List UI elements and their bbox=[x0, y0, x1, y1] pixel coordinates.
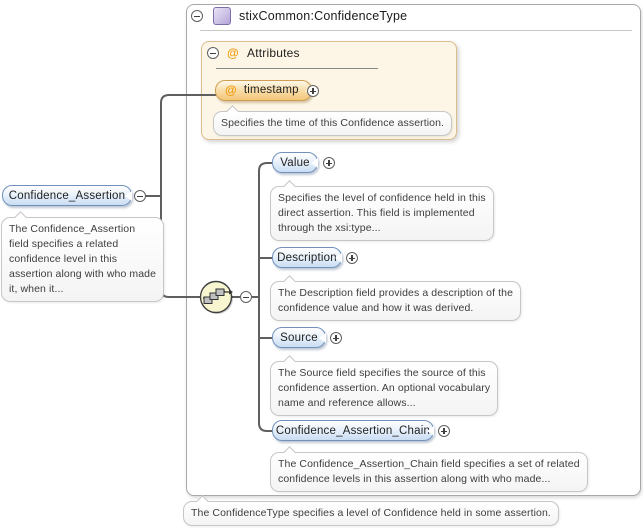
description-doc-text: The Description field provides a descrip… bbox=[278, 287, 514, 314]
attribute-at-icon: @ bbox=[227, 46, 239, 60]
attribute-timestamp-badge[interactable]: @ timestamp bbox=[215, 80, 312, 101]
source-doc-tooltip: The Source field specifies the source of… bbox=[270, 361, 499, 416]
attributes-group-label: Attributes bbox=[247, 46, 300, 60]
element-name: Confidence_Assertion_Chain bbox=[275, 425, 431, 437]
expand-timestamp-button[interactable] bbox=[307, 85, 319, 97]
expand-source-button[interactable] bbox=[330, 332, 342, 344]
attribute-at-icon: @ bbox=[225, 83, 237, 97]
expand-value-button[interactable] bbox=[323, 157, 335, 169]
element-confidence-assertion-badge[interactable]: Confidence_Assertion bbox=[2, 185, 132, 206]
source-doc-text: The Source field specifies the source of… bbox=[278, 367, 491, 409]
confidence-assertion-doc-text: The Confidence_Assertion field specifies… bbox=[9, 223, 157, 295]
element-description-badge[interactable]: Description bbox=[272, 247, 342, 268]
element-confidence-assertion-chain-badge[interactable]: Confidence_Assertion_Chain bbox=[272, 420, 434, 441]
element-name: Value bbox=[280, 157, 310, 169]
collapse-root-button[interactable] bbox=[191, 10, 203, 22]
type-doc-text: The ConfidenceType specifies a level of … bbox=[191, 507, 551, 519]
timestamp-doc-tooltip: Specifies the time of this Confidence as… bbox=[213, 111, 453, 136]
attribute-name: timestamp bbox=[243, 84, 299, 96]
complex-type-icon bbox=[213, 7, 231, 25]
expand-description-button[interactable] bbox=[346, 252, 358, 264]
expand-confidence-assertion-chain-button[interactable] bbox=[438, 425, 450, 437]
element-name: Confidence_Assertion bbox=[8, 190, 126, 202]
collapse-confidence-assertion-button[interactable] bbox=[134, 190, 146, 202]
description-doc-tooltip: The Description field provides a descrip… bbox=[270, 281, 522, 321]
element-name: Source bbox=[280, 332, 318, 344]
type-doc-tooltip: The ConfidenceType specifies a level of … bbox=[183, 501, 559, 526]
collapse-attributes-button[interactable] bbox=[207, 47, 219, 59]
attributes-divider bbox=[216, 68, 378, 69]
collapse-sequence-button[interactable] bbox=[240, 291, 252, 303]
value-doc-tooltip: Specifies the level of confidence held i… bbox=[270, 186, 494, 241]
element-source-badge[interactable]: Source bbox=[272, 327, 326, 348]
confidence-assertion-doc-tooltip: The Confidence_Assertion field specifies… bbox=[1, 217, 165, 302]
confidence-assertion-chain-doc-tooltip: The Confidence_Assertion_Chain field spe… bbox=[270, 452, 588, 492]
timestamp-doc-text: Specifies the time of this Confidence as… bbox=[221, 117, 445, 129]
element-name: Description bbox=[277, 252, 337, 264]
root-type-title: stixCommon:ConfidenceType bbox=[239, 9, 408, 23]
element-value-badge[interactable]: Value bbox=[272, 152, 318, 173]
confidence-assertion-chain-doc-text: The Confidence_Assertion_Chain field spe… bbox=[278, 458, 580, 485]
value-doc-text: Specifies the level of confidence held i… bbox=[278, 192, 486, 234]
header-divider bbox=[200, 30, 632, 31]
